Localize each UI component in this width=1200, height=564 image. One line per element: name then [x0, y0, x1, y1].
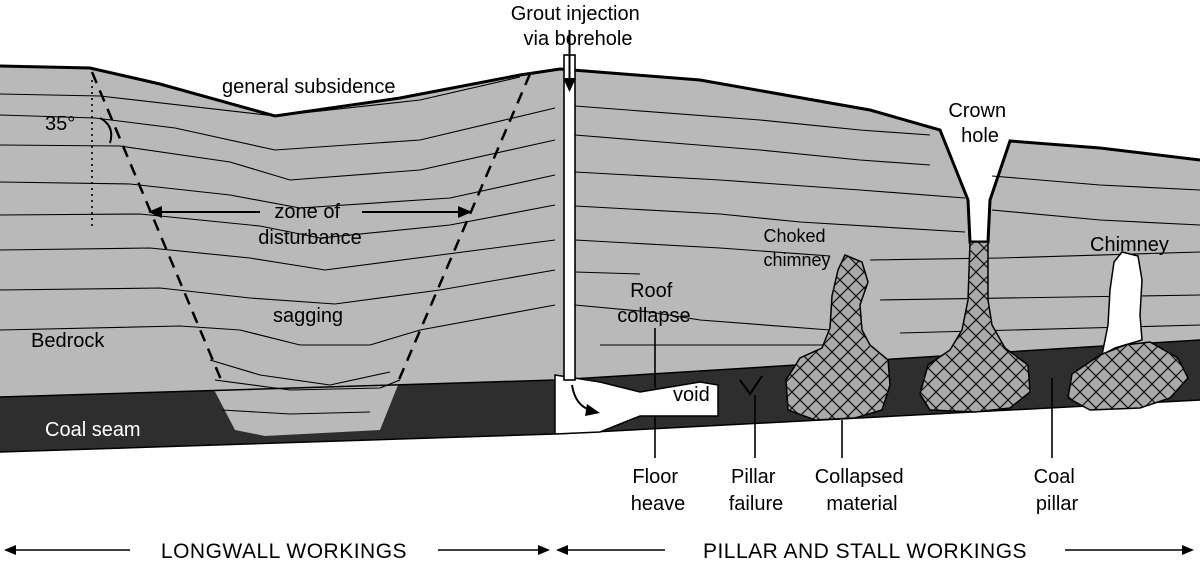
choked-chimney-label: Choked chimney: [763, 226, 830, 270]
chimney-base-mass: [1067, 341, 1189, 411]
choked-chimney-mass: [785, 254, 891, 421]
general-subsidence-label: general subsidence: [222, 76, 395, 98]
angle-label: 35°: [45, 113, 75, 135]
collapsed-material-label: Collapsed material: [815, 466, 910, 515]
zone-of-disturbance-arrow: [148, 206, 472, 218]
coal-pillar-label: Coal pillar: [1034, 466, 1081, 515]
sagging-label: sagging: [273, 305, 343, 327]
zone-of-disturbance-label: zone of disturbance: [258, 201, 361, 249]
pillar-failure-mark: [739, 375, 763, 396]
chimney-label: Chimney: [1090, 234, 1169, 256]
void-label: void: [673, 384, 710, 406]
sagging-strata: [210, 382, 398, 436]
zone-boundary-lines: [90, 71, 532, 383]
grout-borehole: [563, 30, 600, 416]
floor-heave-label: Floor heave: [631, 466, 686, 515]
grout-label: Grout injection via borehole: [511, 3, 646, 50]
chimney-void: [1100, 251, 1143, 357]
pillar-stall-workings-label: PILLAR AND STALL WORKINGS: [703, 540, 1027, 563]
crown-hole-label: Crown hole: [948, 100, 1011, 147]
coal-seam-label: Coal seam: [45, 419, 141, 441]
pillar-failure-label: Pillar failure: [729, 466, 783, 515]
void-area: [554, 374, 719, 435]
bedrock-body: [0, 66, 1200, 410]
section-arrows: [4, 545, 1194, 555]
crown-hole-collapse-mass: [919, 241, 1031, 413]
roof-collapse-label: Roof collapse: [617, 280, 690, 327]
ground-surface: [0, 64, 1200, 244]
longwall-workings-label: LONGWALL WORKINGS: [161, 540, 407, 563]
bedrock-label: Bedrock: [31, 330, 105, 352]
leader-lines: [654, 328, 1053, 458]
bedrock-strata-lines: [0, 76, 1200, 415]
